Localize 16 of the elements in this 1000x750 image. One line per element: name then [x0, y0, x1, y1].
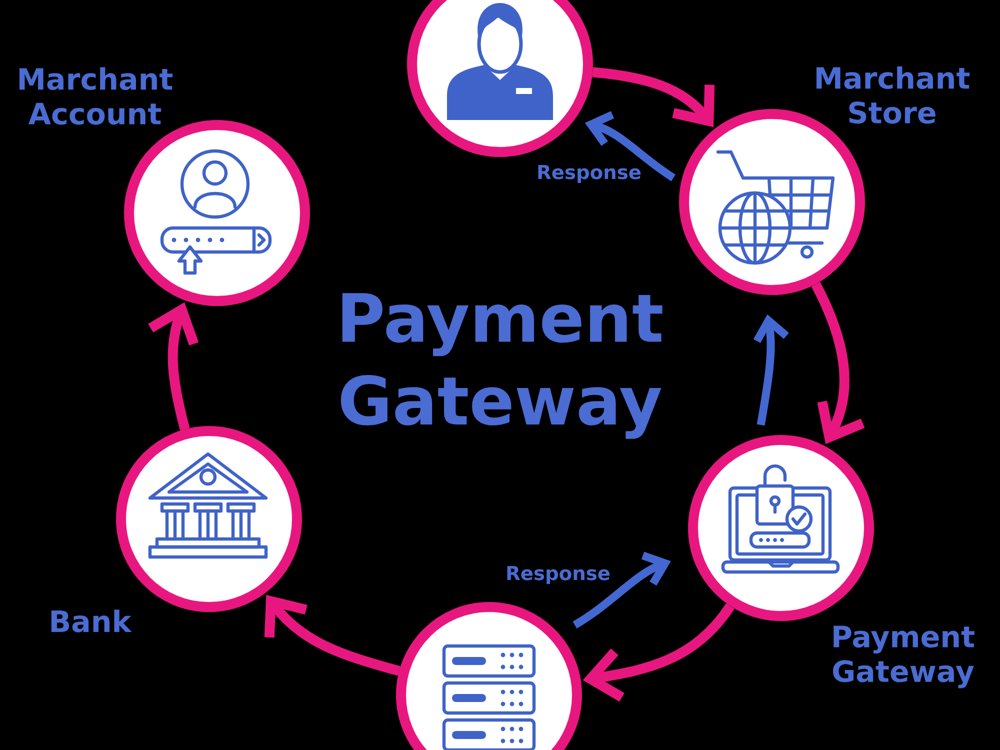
node-label: Bank	[51, 610, 132, 632]
node-label: Payment Gateway	[833, 626, 974, 688]
arrow	[264, 594, 400, 676]
arrow	[753, 314, 789, 426]
circle-node	[396, 602, 582, 750]
arrow	[584, 111, 676, 182]
title: Payment Gateway	[340, 293, 662, 439]
arrow	[148, 302, 199, 430]
arrow	[592, 67, 715, 128]
arrow	[582, 603, 734, 702]
arrow	[811, 282, 865, 444]
edge-label: Response	[504, 564, 612, 586]
node-label: Marchant Store	[816, 66, 970, 124]
edge-label: Response	[534, 162, 644, 186]
node-label: Marchant Account	[19, 67, 173, 125]
arrow	[572, 552, 671, 628]
